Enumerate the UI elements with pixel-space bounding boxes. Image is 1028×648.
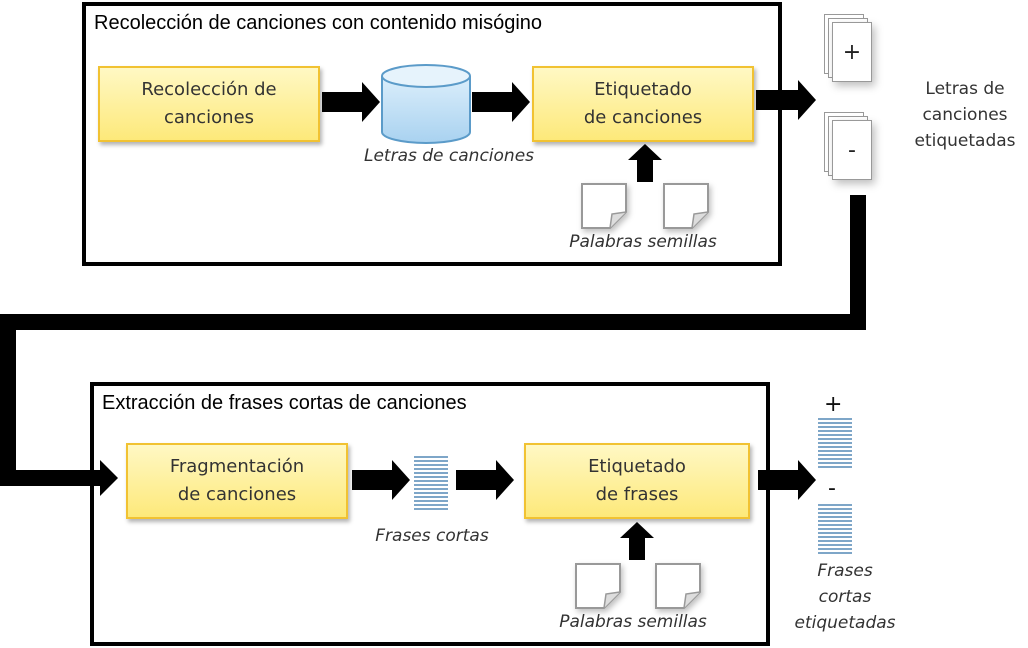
process-collect-songs: Recolección de canciones [98,66,320,142]
stage-2-title: Extracción de frases cortas de canciones [102,392,467,414]
document-icon [663,183,709,229]
stage-1-title: Recolección de canciones con contenido m… [94,12,543,34]
label-line: etiquetadas [914,131,1016,151]
process-label: de frases [595,484,679,505]
process-label: de canciones [177,484,297,505]
positive-sign: + [832,22,872,82]
label-line: cortas [818,587,872,607]
label-line: Letras de [925,79,1005,99]
database-caption: Letras de canciones [364,146,535,166]
negative-sign: - [832,120,872,180]
process-label: de canciones [583,107,703,128]
arrow-up-icon [620,522,654,560]
arrow-right-icon [756,80,816,120]
process-label: Etiquetado [588,456,686,477]
arrow-right-icon [322,82,380,122]
process-label: Recolección de [141,79,277,100]
database-icon [381,64,471,144]
label-line: etiquetadas [794,613,896,633]
process-label: Fragmentación [169,456,305,477]
seed-words-caption: Palabras semillas [559,612,707,632]
arrow-right-icon [472,82,530,122]
process-tag-phrases: Etiquetado de frases [524,443,750,519]
process-label: Etiquetado [594,79,692,100]
phrases-list-icon [414,456,448,510]
arrow-up-icon [628,144,662,182]
process-label: canciones [163,107,255,128]
labeled-lyrics-label: Letras de canciones etiquetadas [900,76,1028,154]
arrow-right-icon [758,460,816,500]
process-fragment-songs: Fragmentación de canciones [126,443,348,519]
arrow-right-icon [456,460,514,500]
document-icon [581,183,627,229]
labeled-phrases-label: Frases cortas etiquetadas [790,558,900,636]
negative-sign: - [828,476,836,501]
label-line: canciones [922,105,1008,125]
document-icon [655,563,701,609]
phrases-caption: Frases cortas [375,526,489,546]
positive-phrases-list-icon [818,418,852,470]
positive-sign: + [824,392,843,417]
arrow-right-icon [86,460,118,496]
arrow-right-icon [352,460,410,500]
document-icon [575,563,621,609]
seed-words-caption: Palabras semillas [569,232,717,252]
process-tag-songs: Etiquetado de canciones [532,66,754,142]
negative-phrases-list-icon [818,504,852,556]
negative-documents-stack: - [824,112,874,182]
label-line: Frases [817,561,873,581]
positive-documents-stack: + [824,14,874,84]
